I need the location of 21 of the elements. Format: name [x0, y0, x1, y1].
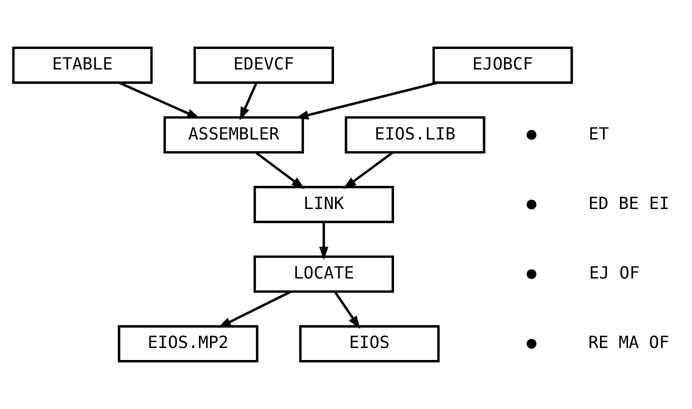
- label: ET: [588, 123, 609, 144]
- label: ED BE EI: [588, 192, 670, 213]
- arrow: [218, 290, 292, 328]
- node-box: LINK: [254, 186, 394, 224]
- arrow: [295, 82, 438, 120]
- arrow: [118, 82, 200, 119]
- node-box: EIOS.MP2: [118, 325, 258, 362]
- arrow: [319, 222, 328, 260]
- node-box: EIOS: [299, 325, 440, 362]
- node-box: ETABLE: [12, 46, 153, 84]
- arrow: [240, 82, 258, 120]
- node-box: EIOS.LIB: [344, 116, 486, 154]
- node-box: ASSEMBLER: [164, 116, 304, 154]
- arrow: [334, 290, 360, 329]
- label: RE MA OF: [588, 332, 670, 352]
- label: EJ OF: [589, 262, 640, 283]
- arrow: [254, 151, 305, 190]
- node-box: EJOBCF: [432, 46, 573, 84]
- node-box: EDEVCF: [194, 46, 334, 84]
- arrow: [343, 151, 394, 190]
- node-box: LOCATE: [254, 256, 394, 293]
